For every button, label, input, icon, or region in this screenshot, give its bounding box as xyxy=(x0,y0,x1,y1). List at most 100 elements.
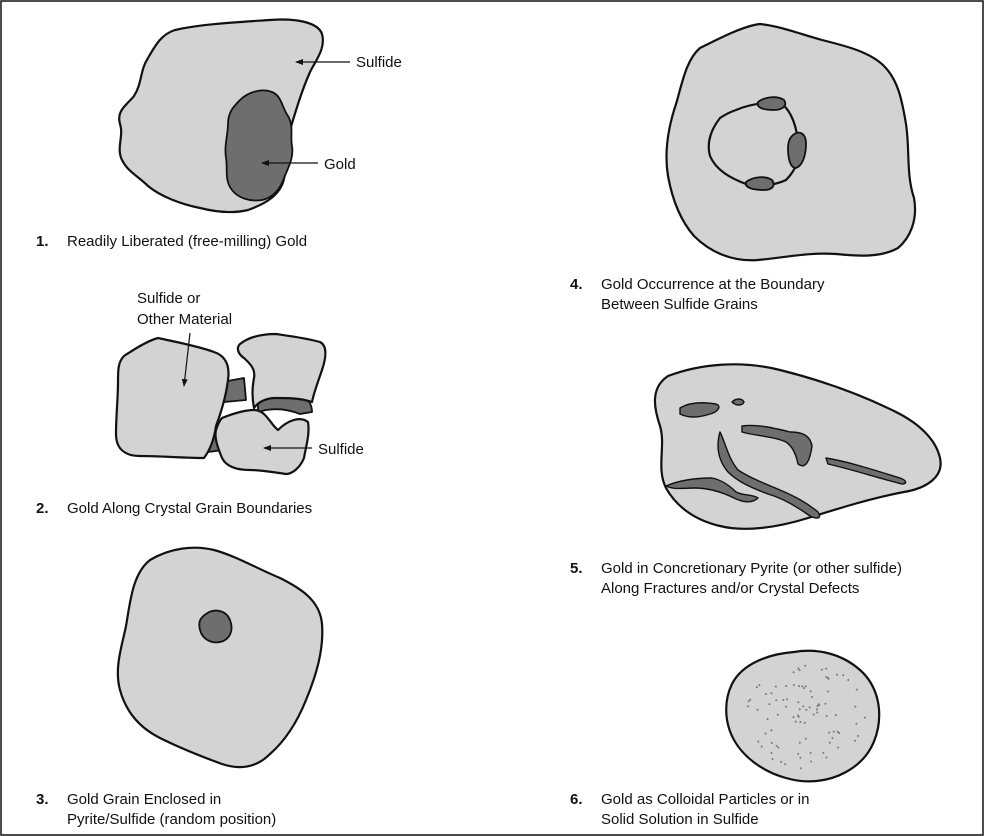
colloidal-particle xyxy=(775,686,777,688)
colloidal-particle xyxy=(801,685,803,687)
colloidal-particle xyxy=(757,741,759,743)
panel-2-caption-line-1: Gold Along Crystal Grain Boundaries xyxy=(67,500,312,517)
panel-4-number: 4. xyxy=(570,276,583,293)
colloidal-particle xyxy=(813,714,815,716)
colloidal-particle xyxy=(758,684,760,686)
panel-2-label-other-material: Other Material xyxy=(137,311,232,328)
panel-3-gold-grain xyxy=(199,611,231,643)
colloidal-particle xyxy=(799,721,801,723)
colloidal-particle xyxy=(816,705,818,707)
panel-3-caption-line-1: Gold Grain Enclosed in xyxy=(67,791,221,808)
colloidal-particle xyxy=(761,746,763,748)
panel-2-label-sulfide-or: Sulfide or xyxy=(137,290,200,307)
panel-2-grain-lower xyxy=(215,410,308,474)
colloidal-particle xyxy=(769,703,771,705)
panel-6-caption-line-2: Solid Solution in Sulfide xyxy=(601,811,759,828)
panel-5-caption-line-1: Gold in Concretionary Pyrite (or other s… xyxy=(601,560,902,577)
panel-1-gold-grain xyxy=(225,90,292,200)
colloidal-particle xyxy=(854,706,856,708)
colloidal-particle xyxy=(805,685,807,687)
colloidal-particle xyxy=(854,740,856,742)
colloidal-particle xyxy=(825,676,827,678)
colloidal-particle xyxy=(804,665,806,667)
colloidal-particle xyxy=(829,742,831,744)
colloidal-particle xyxy=(782,699,784,701)
colloidal-particle xyxy=(771,692,773,694)
colloidal-particle xyxy=(785,685,787,687)
panel-4-gold-grain-top xyxy=(758,97,786,110)
colloidal-particle xyxy=(805,738,807,740)
colloidal-particle xyxy=(749,699,751,701)
panel-5-gold-vein-2 xyxy=(732,399,744,405)
panel-3-caption-line-2: Pyrite/Sulfide (random position) xyxy=(67,811,276,828)
colloidal-particle xyxy=(797,715,799,717)
panel-1-caption-line-1: Readily Liberated (free-milling) Gold xyxy=(67,233,307,250)
colloidal-particle xyxy=(765,693,767,695)
colloidal-particle xyxy=(797,668,799,670)
colloidal-particle xyxy=(798,685,800,687)
colloidal-particle xyxy=(827,691,829,693)
colloidal-particle xyxy=(842,674,844,676)
colloidal-particle xyxy=(747,705,749,707)
panel-2-grain-left xyxy=(116,338,228,458)
colloidal-particle xyxy=(828,678,830,680)
panel-4-caption-line-2: Between Sulfide Grains xyxy=(601,296,758,313)
colloidal-particle xyxy=(837,731,839,733)
colloidal-particle xyxy=(799,669,801,671)
colloidal-particle xyxy=(784,763,786,765)
colloidal-particle xyxy=(803,687,805,689)
colloidal-particle xyxy=(833,731,835,733)
panel-5-caption-line-2: Along Fractures and/or Crystal Defects xyxy=(601,580,859,597)
colloidal-particle xyxy=(793,671,795,673)
colloidal-particle xyxy=(756,686,758,688)
colloidal-particle xyxy=(856,689,858,691)
colloidal-particle xyxy=(770,752,772,754)
colloidal-particle xyxy=(767,718,769,720)
colloidal-particle xyxy=(837,747,839,749)
panel-2-label-sulfide: Sulfide xyxy=(318,441,364,458)
colloidal-particle xyxy=(780,761,782,763)
colloidal-particle xyxy=(847,679,849,681)
panel-3-number: 3. xyxy=(36,791,49,808)
colloidal-particle xyxy=(864,717,866,719)
colloidal-particle xyxy=(795,721,797,723)
colloidal-particle xyxy=(857,735,859,737)
panel-4-caption-line-1: Gold Occurrence at the Boundary xyxy=(601,276,825,293)
colloidal-particle xyxy=(821,669,823,671)
panel-2-number: 2. xyxy=(36,500,49,517)
colloidal-particle xyxy=(805,709,807,711)
colloidal-particle xyxy=(777,714,779,716)
colloidal-particle xyxy=(765,733,767,735)
colloidal-particle xyxy=(835,714,837,716)
colloidal-particle xyxy=(785,706,787,708)
panel-5-number: 5. xyxy=(570,560,583,577)
colloidal-particle xyxy=(822,752,824,754)
colloidal-particle xyxy=(800,767,802,769)
colloidal-particle xyxy=(772,758,774,760)
panel-4-gold-grain-bottom xyxy=(746,177,774,190)
panel-1-label-sulfide: Sulfide xyxy=(356,54,402,71)
panel-6-number: 6. xyxy=(570,791,583,808)
panel-1-number: 1. xyxy=(36,233,49,250)
colloidal-particle xyxy=(757,709,759,711)
colloidal-particle xyxy=(810,761,812,763)
colloidal-particle xyxy=(799,708,801,710)
colloidal-particle xyxy=(811,696,813,698)
colloidal-particle xyxy=(786,698,788,700)
colloidal-particle xyxy=(809,706,811,708)
colloidal-particle xyxy=(799,742,801,744)
colloidal-particle xyxy=(748,700,750,702)
colloidal-particle xyxy=(797,753,799,755)
colloidal-particle xyxy=(799,757,801,759)
colloidal-particle xyxy=(832,737,834,739)
panel-6-caption-line-1: Gold as Colloidal Particles or in xyxy=(601,791,809,808)
colloidal-particle xyxy=(828,732,830,734)
colloidal-particle xyxy=(802,705,804,707)
colloidal-particle xyxy=(775,699,777,701)
colloidal-particle xyxy=(770,729,772,731)
colloidal-particle xyxy=(810,690,812,692)
colloidal-particle xyxy=(810,752,812,754)
colloidal-particle xyxy=(825,668,827,670)
colloidal-particle xyxy=(793,716,795,718)
